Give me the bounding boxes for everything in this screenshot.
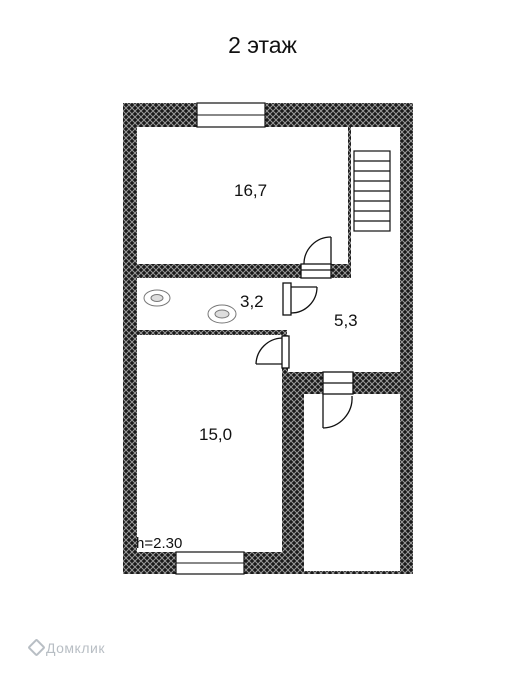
- door-top-room: [300, 236, 332, 279]
- door-bottom-room: [255, 335, 290, 369]
- partition-top: [137, 264, 351, 278]
- domclick-logo-icon: [27, 638, 46, 657]
- partition-bath-bottom: [137, 330, 287, 335]
- floor-title: 2 этаж: [228, 32, 297, 58]
- bathroom-area: 3,2: [240, 292, 264, 311]
- watermark-text: Домклик: [46, 640, 105, 656]
- bottom-room-area: 15,0: [199, 425, 232, 444]
- door-closet: [322, 371, 354, 429]
- watermark: Домклик: [27, 638, 105, 657]
- sink-icon: [143, 289, 171, 307]
- ceiling-height: h=2.30: [136, 535, 182, 552]
- door-bathroom: [282, 282, 318, 316]
- toilet-icon: [207, 304, 237, 324]
- top-room-area: 16,7: [234, 181, 267, 200]
- bottom-room-floor: [137, 335, 282, 552]
- closet-floor: [304, 394, 400, 571]
- hall-area: 5,3: [334, 311, 358, 330]
- top-room-floor: [137, 127, 348, 264]
- hall-floor: [283, 278, 400, 372]
- partition-closet-left: [282, 372, 304, 572]
- staircase: [353, 150, 391, 232]
